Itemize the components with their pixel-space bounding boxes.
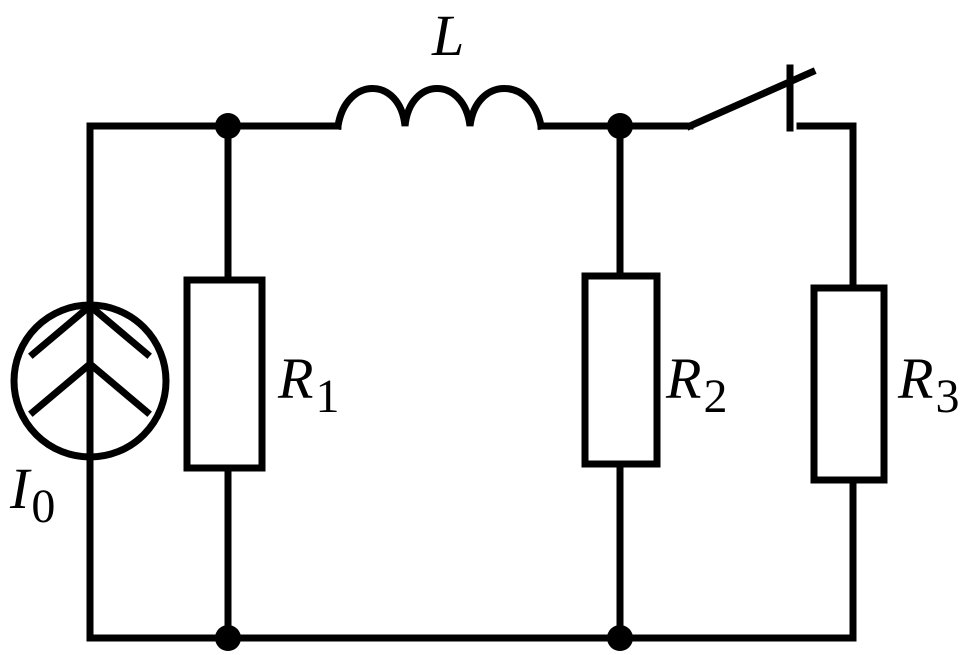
junction-node-bottom-left — [215, 625, 241, 651]
label-source: I0 — [9, 456, 55, 533]
label-source-sub: 0 — [31, 480, 55, 533]
resistor-r3 — [810, 284, 888, 484]
wire-switch-to-r3 — [796, 122, 857, 292]
resistor-r2 — [581, 272, 661, 468]
label-inductor: L — [431, 3, 464, 68]
label-r3-main: R — [897, 346, 933, 411]
label-r1-sub: 1 — [315, 370, 339, 423]
resistor-r1 — [183, 276, 266, 472]
wire-left-top — [86, 122, 342, 307]
label-r3-sub: 3 — [935, 370, 959, 423]
label-r1-main: R — [277, 346, 313, 411]
label-r1: R1 — [277, 346, 339, 423]
junction-node-top-right — [607, 113, 633, 139]
junction-node-top-left — [215, 113, 241, 139]
label-source-main: I — [9, 456, 32, 521]
inductor-coil — [333, 85, 546, 131]
label-r3: R3 — [897, 346, 959, 423]
switch-blade — [685, 67, 817, 131]
label-r2-sub: 2 — [703, 370, 727, 423]
junction-node-bottom-right — [607, 625, 633, 651]
current-source-arrow-upper — [28, 301, 152, 359]
wire-left-bottom — [86, 456, 857, 642]
label-r2: R2 — [665, 346, 727, 423]
label-r2-main: R — [665, 346, 701, 411]
current-source-arrow-lower — [28, 359, 152, 417]
